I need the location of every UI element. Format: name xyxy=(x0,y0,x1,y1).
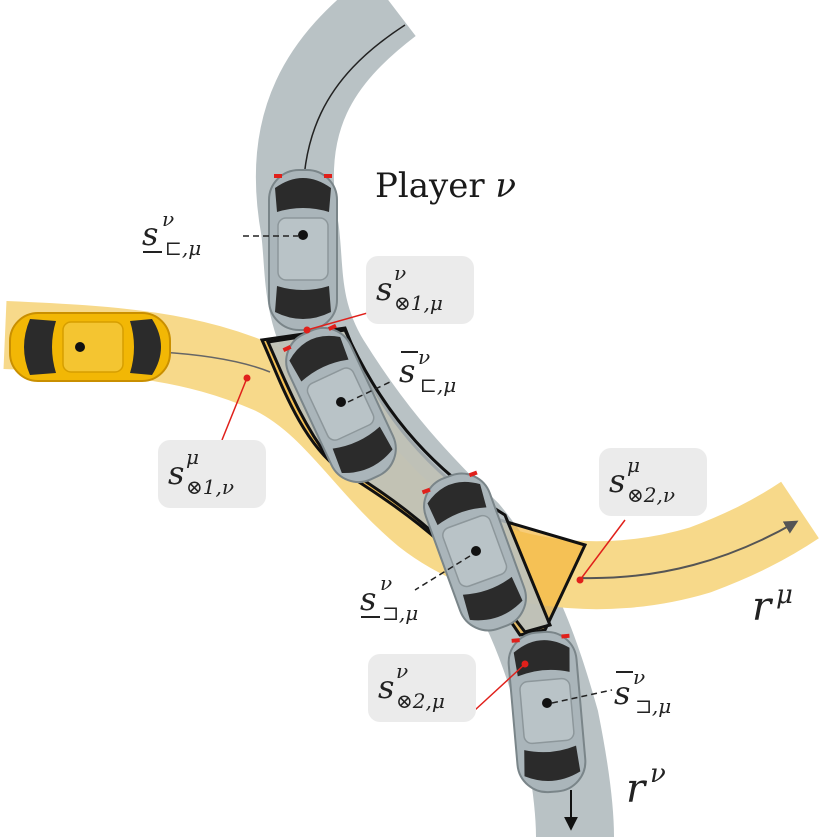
svg-text:⊗1,μ: ⊗1,μ xyxy=(394,291,443,315)
svg-text:s: s xyxy=(360,580,376,618)
svg-text:⊗2,μ: ⊗2,μ xyxy=(396,689,445,713)
svg-text:s: s xyxy=(376,270,392,308)
road-mu-arrow xyxy=(579,520,799,580)
car-nu-1 xyxy=(268,169,338,331)
svg-text:μ: μ xyxy=(776,580,793,610)
leader-lines xyxy=(243,235,613,704)
label-s-cross1-mu-nu: s μ ⊗1,ν xyxy=(158,440,266,508)
svg-text:ν: ν xyxy=(394,261,406,285)
svg-text:ν: ν xyxy=(633,665,645,689)
svg-text:s: s xyxy=(614,674,630,712)
svg-text:s: s xyxy=(142,215,158,253)
svg-text:r: r xyxy=(626,766,648,812)
svg-text:⊏,μ: ⊏,μ xyxy=(165,236,201,260)
svg-text:⊗2,ν: ⊗2,ν xyxy=(627,483,675,507)
svg-text:s: s xyxy=(609,462,625,500)
label-s-cross2-nu-mu: s ν ⊗2,μ xyxy=(368,654,476,722)
label-s-cross2-mu-nu: s μ ⊗2,ν xyxy=(599,448,707,516)
center-markers xyxy=(75,230,552,708)
svg-text:μ: μ xyxy=(186,445,199,469)
svg-text:s: s xyxy=(399,352,415,390)
svg-text:⊐,μ: ⊐,μ xyxy=(382,601,418,625)
route-label-r-mu: r μ xyxy=(752,580,793,630)
label-s-cross1-nu-mu: s ν ⊗1,μ xyxy=(366,256,474,324)
svg-text:⊏,μ: ⊏,μ xyxy=(420,373,456,397)
svg-text:μ: μ xyxy=(627,453,640,477)
player-word: Player xyxy=(375,166,485,206)
svg-text:ν: ν xyxy=(396,659,408,683)
svg-text:s: s xyxy=(168,454,184,492)
label-s-box-left-up: s ν ⊏,μ xyxy=(399,345,456,397)
car-mu xyxy=(9,312,171,382)
player-title: Player ν xyxy=(375,166,516,206)
svg-text:ν: ν xyxy=(418,345,430,369)
route-label-r-nu: r ν xyxy=(626,759,666,812)
svg-text:⊗1,ν: ⊗1,ν xyxy=(186,475,234,499)
svg-text:ν: ν xyxy=(650,759,666,789)
svg-text:ν: ν xyxy=(162,207,174,231)
car-nu-4 xyxy=(505,628,589,796)
svg-text:⊐,μ: ⊐,μ xyxy=(635,694,671,718)
label-s-box-left-low: s ν ⊏,μ xyxy=(142,207,201,260)
road-mu-centerline xyxy=(159,351,271,373)
svg-text:ν: ν xyxy=(380,571,392,595)
label-s-box-right-low: s ν ⊐,μ xyxy=(360,571,418,625)
svg-text:s: s xyxy=(378,668,394,706)
player-symbol: ν xyxy=(495,166,516,206)
label-s-box-right-up: s ν ⊐,μ xyxy=(614,665,671,718)
svg-text:r: r xyxy=(752,584,774,630)
